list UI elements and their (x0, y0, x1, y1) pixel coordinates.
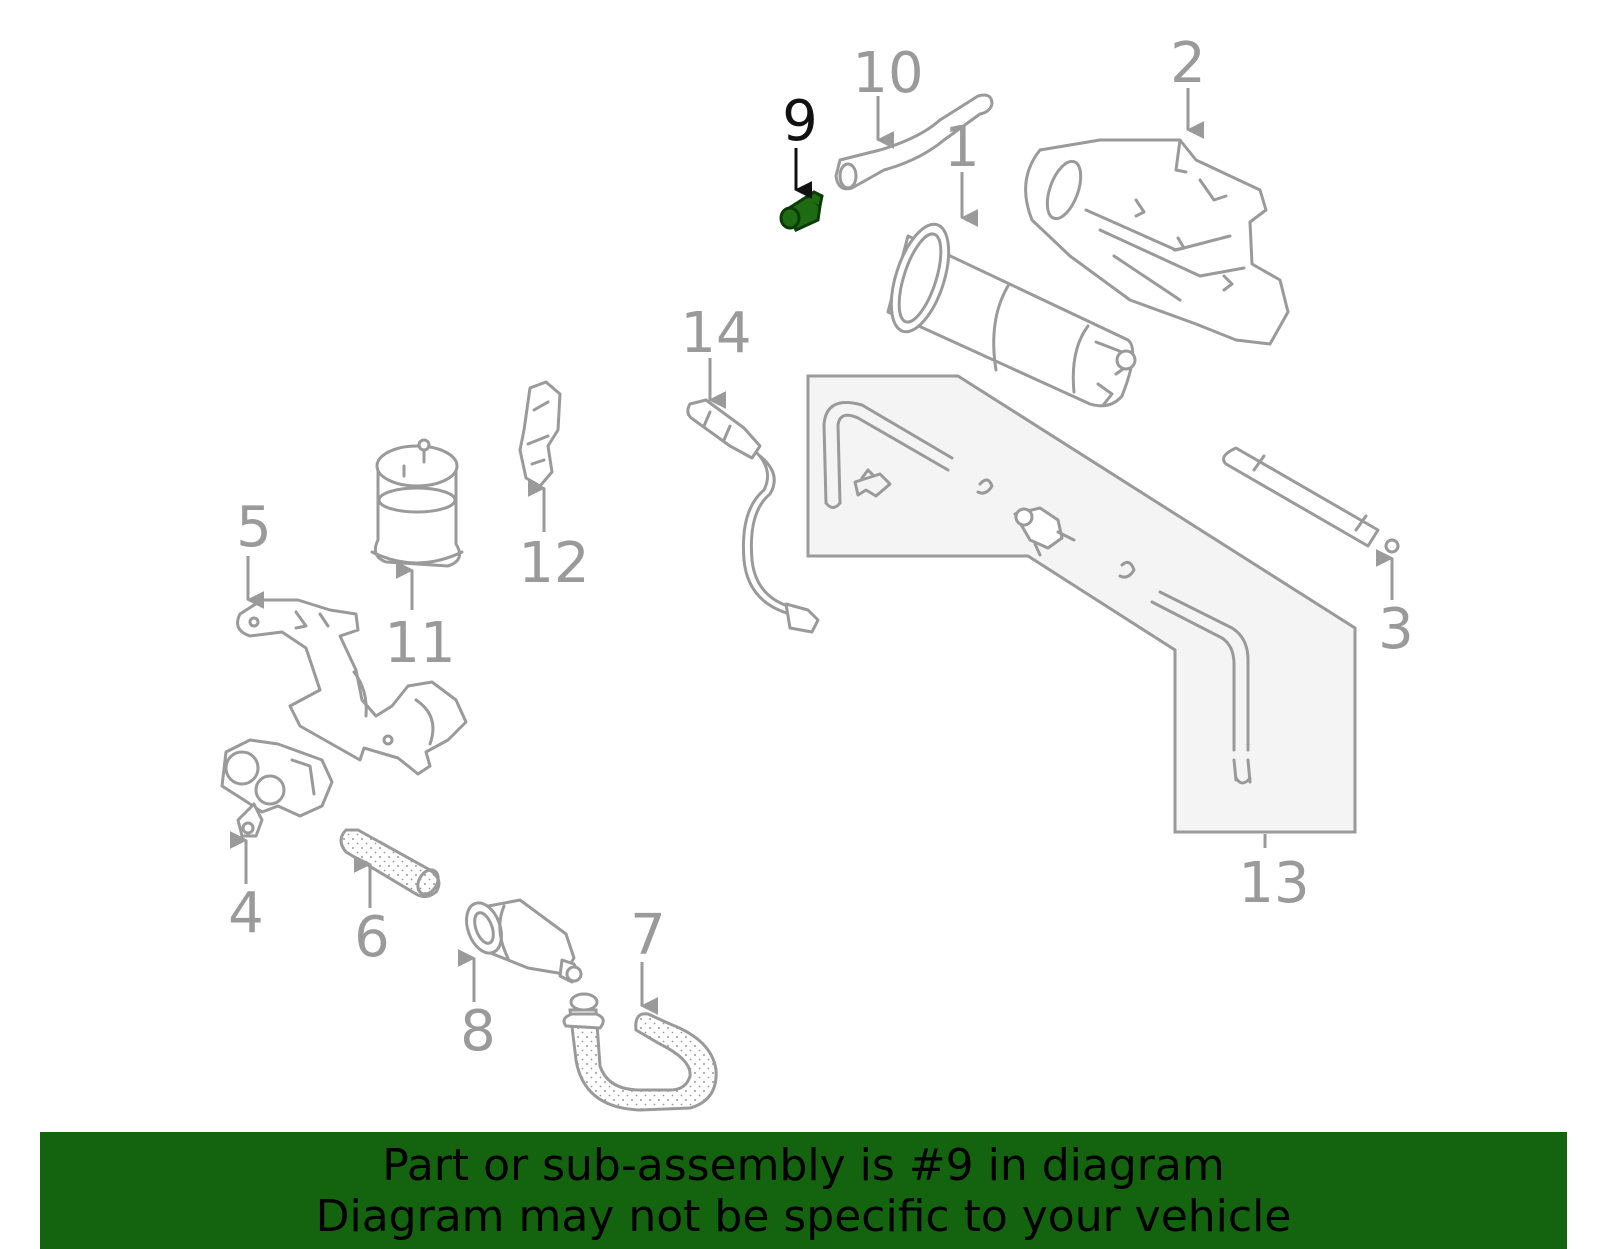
part-5-bracket (236, 598, 468, 776)
callout-7: 7 (630, 903, 666, 968)
part-8-pump (465, 898, 583, 984)
part-1-canister (886, 222, 1137, 408)
callout-9: 9 (782, 89, 818, 154)
info-banner: Part or sub-assembly is #9 in diagram Di… (40, 1132, 1567, 1249)
kit-13-outline (806, 374, 1357, 834)
callout-5: 5 (236, 495, 272, 560)
callout-8: 8 (460, 999, 496, 1064)
callout-11: 11 (384, 611, 455, 676)
leader-lines (229, 88, 1394, 1015)
callout-1: 1 (944, 115, 980, 180)
part-9-highlighted[interactable] (779, 190, 824, 232)
part-6-tube (339, 828, 441, 899)
callout-6: 6 (354, 905, 390, 970)
callout-2: 2 (1170, 31, 1206, 96)
callout-14: 14 (680, 301, 751, 366)
part-10-hose (834, 93, 994, 191)
part-3-rod (1222, 446, 1400, 554)
callout-10: 10 (852, 41, 923, 106)
callout-4: 4 (228, 881, 264, 946)
callout-13: 13 (1238, 851, 1309, 916)
part-12-bracket (518, 380, 562, 488)
part-7-hose (562, 992, 718, 1112)
callout-12: 12 (518, 531, 589, 596)
part-14-sensor (686, 398, 820, 634)
part-4-valve (220, 738, 334, 838)
banner-line-1: Part or sub-assembly is #9 in diagram (382, 1140, 1225, 1191)
banner-line-2: Diagram may not be specific to your vehi… (315, 1191, 1292, 1242)
part-11-filter (370, 438, 464, 568)
callout-3: 3 (1378, 597, 1414, 662)
part-2-shield (1024, 138, 1290, 346)
callout-labels: 1 2 3 4 5 6 7 8 9 10 11 12 13 14 (228, 31, 1414, 1064)
